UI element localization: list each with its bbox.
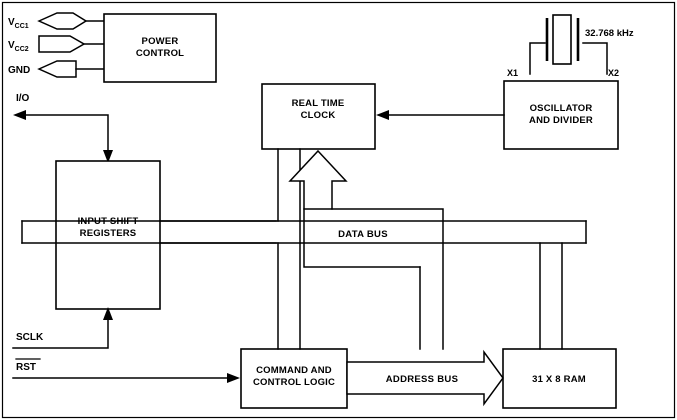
- crystal-terminal-x2-label: X2: [608, 68, 619, 78]
- bus-clock-feedback: [288, 149, 444, 350]
- bus-clock-hollow-arrow: [288, 149, 348, 210]
- crystal-terminal-x1-label: X1: [507, 68, 518, 78]
- block-real-time-clock: REAL TIME CLOCK: [261, 83, 376, 150]
- block-ram-box: [502, 348, 617, 409]
- block-oscillator-box: [503, 80, 619, 150]
- crystal-body: [552, 14, 572, 65]
- pin-vcc2-label: V: [8, 40, 15, 51]
- crystal-lead-x2: [582, 42, 608, 75]
- block-command-control-logic: COMMAND AND CONTROL LOGIC: [240, 348, 348, 409]
- pin-sclk-label: SCLK: [16, 332, 44, 343]
- bus-address-hollow-arrow: [346, 349, 504, 407]
- wire-oscillator-to-rtc: [376, 110, 505, 120]
- pin-rst-label: RST: [16, 362, 36, 373]
- pin-vcc2: VCC2: [8, 35, 105, 53]
- pin-rst: RST: [12, 358, 240, 383]
- pin-sclk-arrow-up: [103, 307, 113, 320]
- pin-vcc1-label: V: [8, 17, 15, 28]
- block-ram: 31 X 8 RAM: [502, 348, 617, 409]
- bus-address-label: ADDRESS BUS: [386, 374, 458, 385]
- wire-osc-rtc-arrowhead: [376, 110, 389, 120]
- block-rtc-line1: REAL TIME: [292, 98, 345, 109]
- block-ram-label: 31 X 8 RAM: [532, 374, 586, 385]
- svg-text:VCC1: VCC1: [8, 17, 29, 30]
- block-oscillator-line2: AND DIVIDER: [529, 115, 593, 126]
- block-input-shift-registers-box: [55, 160, 161, 310]
- pin-vcc2-arrow-right: [38, 35, 86, 53]
- block-oscillator-divider: OSCILLATOR AND DIVIDER: [503, 80, 619, 150]
- bus-address: ADDRESS BUS: [346, 349, 504, 407]
- block-rtc-line2: CLOCK: [301, 110, 336, 121]
- pin-gnd-arrow-left: [37, 60, 77, 78]
- pin-vcc1: VCC1: [8, 12, 105, 30]
- pin-sclk: SCLK: [12, 307, 113, 349]
- pin-vcc1-hexagon: [37, 12, 88, 30]
- pin-io-arrow-down: [103, 150, 113, 163]
- block-input-shift-line2: REGISTERS: [80, 228, 137, 239]
- pin-io-label: I/O: [16, 93, 30, 104]
- block-power-control-line1: POWER: [142, 36, 179, 47]
- pin-vcc2-subscript: CC2: [15, 46, 29, 53]
- crystal-frequency-label: 32.768 kHz: [585, 28, 634, 39]
- pin-gnd: GND: [8, 60, 105, 78]
- pin-gnd-label: GND: [8, 65, 30, 76]
- bus-clock-shaft-lower: [303, 208, 421, 268]
- pin-io-wire: [21, 114, 109, 159]
- bus-data-label: DATA BUS: [338, 229, 388, 240]
- bus-clock-shaft-upper: [331, 208, 444, 350]
- pin-rst-arrow-right: [227, 373, 240, 383]
- block-command-line1: COMMAND AND: [256, 365, 332, 376]
- pin-io-arrow-left: [13, 110, 26, 120]
- block-power-control: POWER CONTROL: [103, 13, 217, 83]
- block-power-control-line2: CONTROL: [136, 48, 184, 59]
- block-power-control-box: [103, 13, 217, 83]
- crystal-circuit: 32.768 kHz X1 X2: [507, 14, 634, 78]
- pin-vcc1-subscript: CC1: [15, 23, 29, 30]
- pin-io: I/O: [13, 93, 113, 163]
- pin-sclk-wire: [12, 316, 109, 349]
- block-command-control-box: [240, 348, 348, 409]
- block-command-line2: CONTROL LOGIC: [253, 377, 335, 388]
- svg-text:VCC2: VCC2: [8, 40, 29, 53]
- block-oscillator-line1: OSCILLATOR: [530, 103, 593, 114]
- crystal-lead-x1: [529, 42, 546, 75]
- block-input-shift-registers: INPUT SHIFT REGISTERS: [55, 160, 161, 310]
- block-real-time-clock-box: [261, 83, 376, 150]
